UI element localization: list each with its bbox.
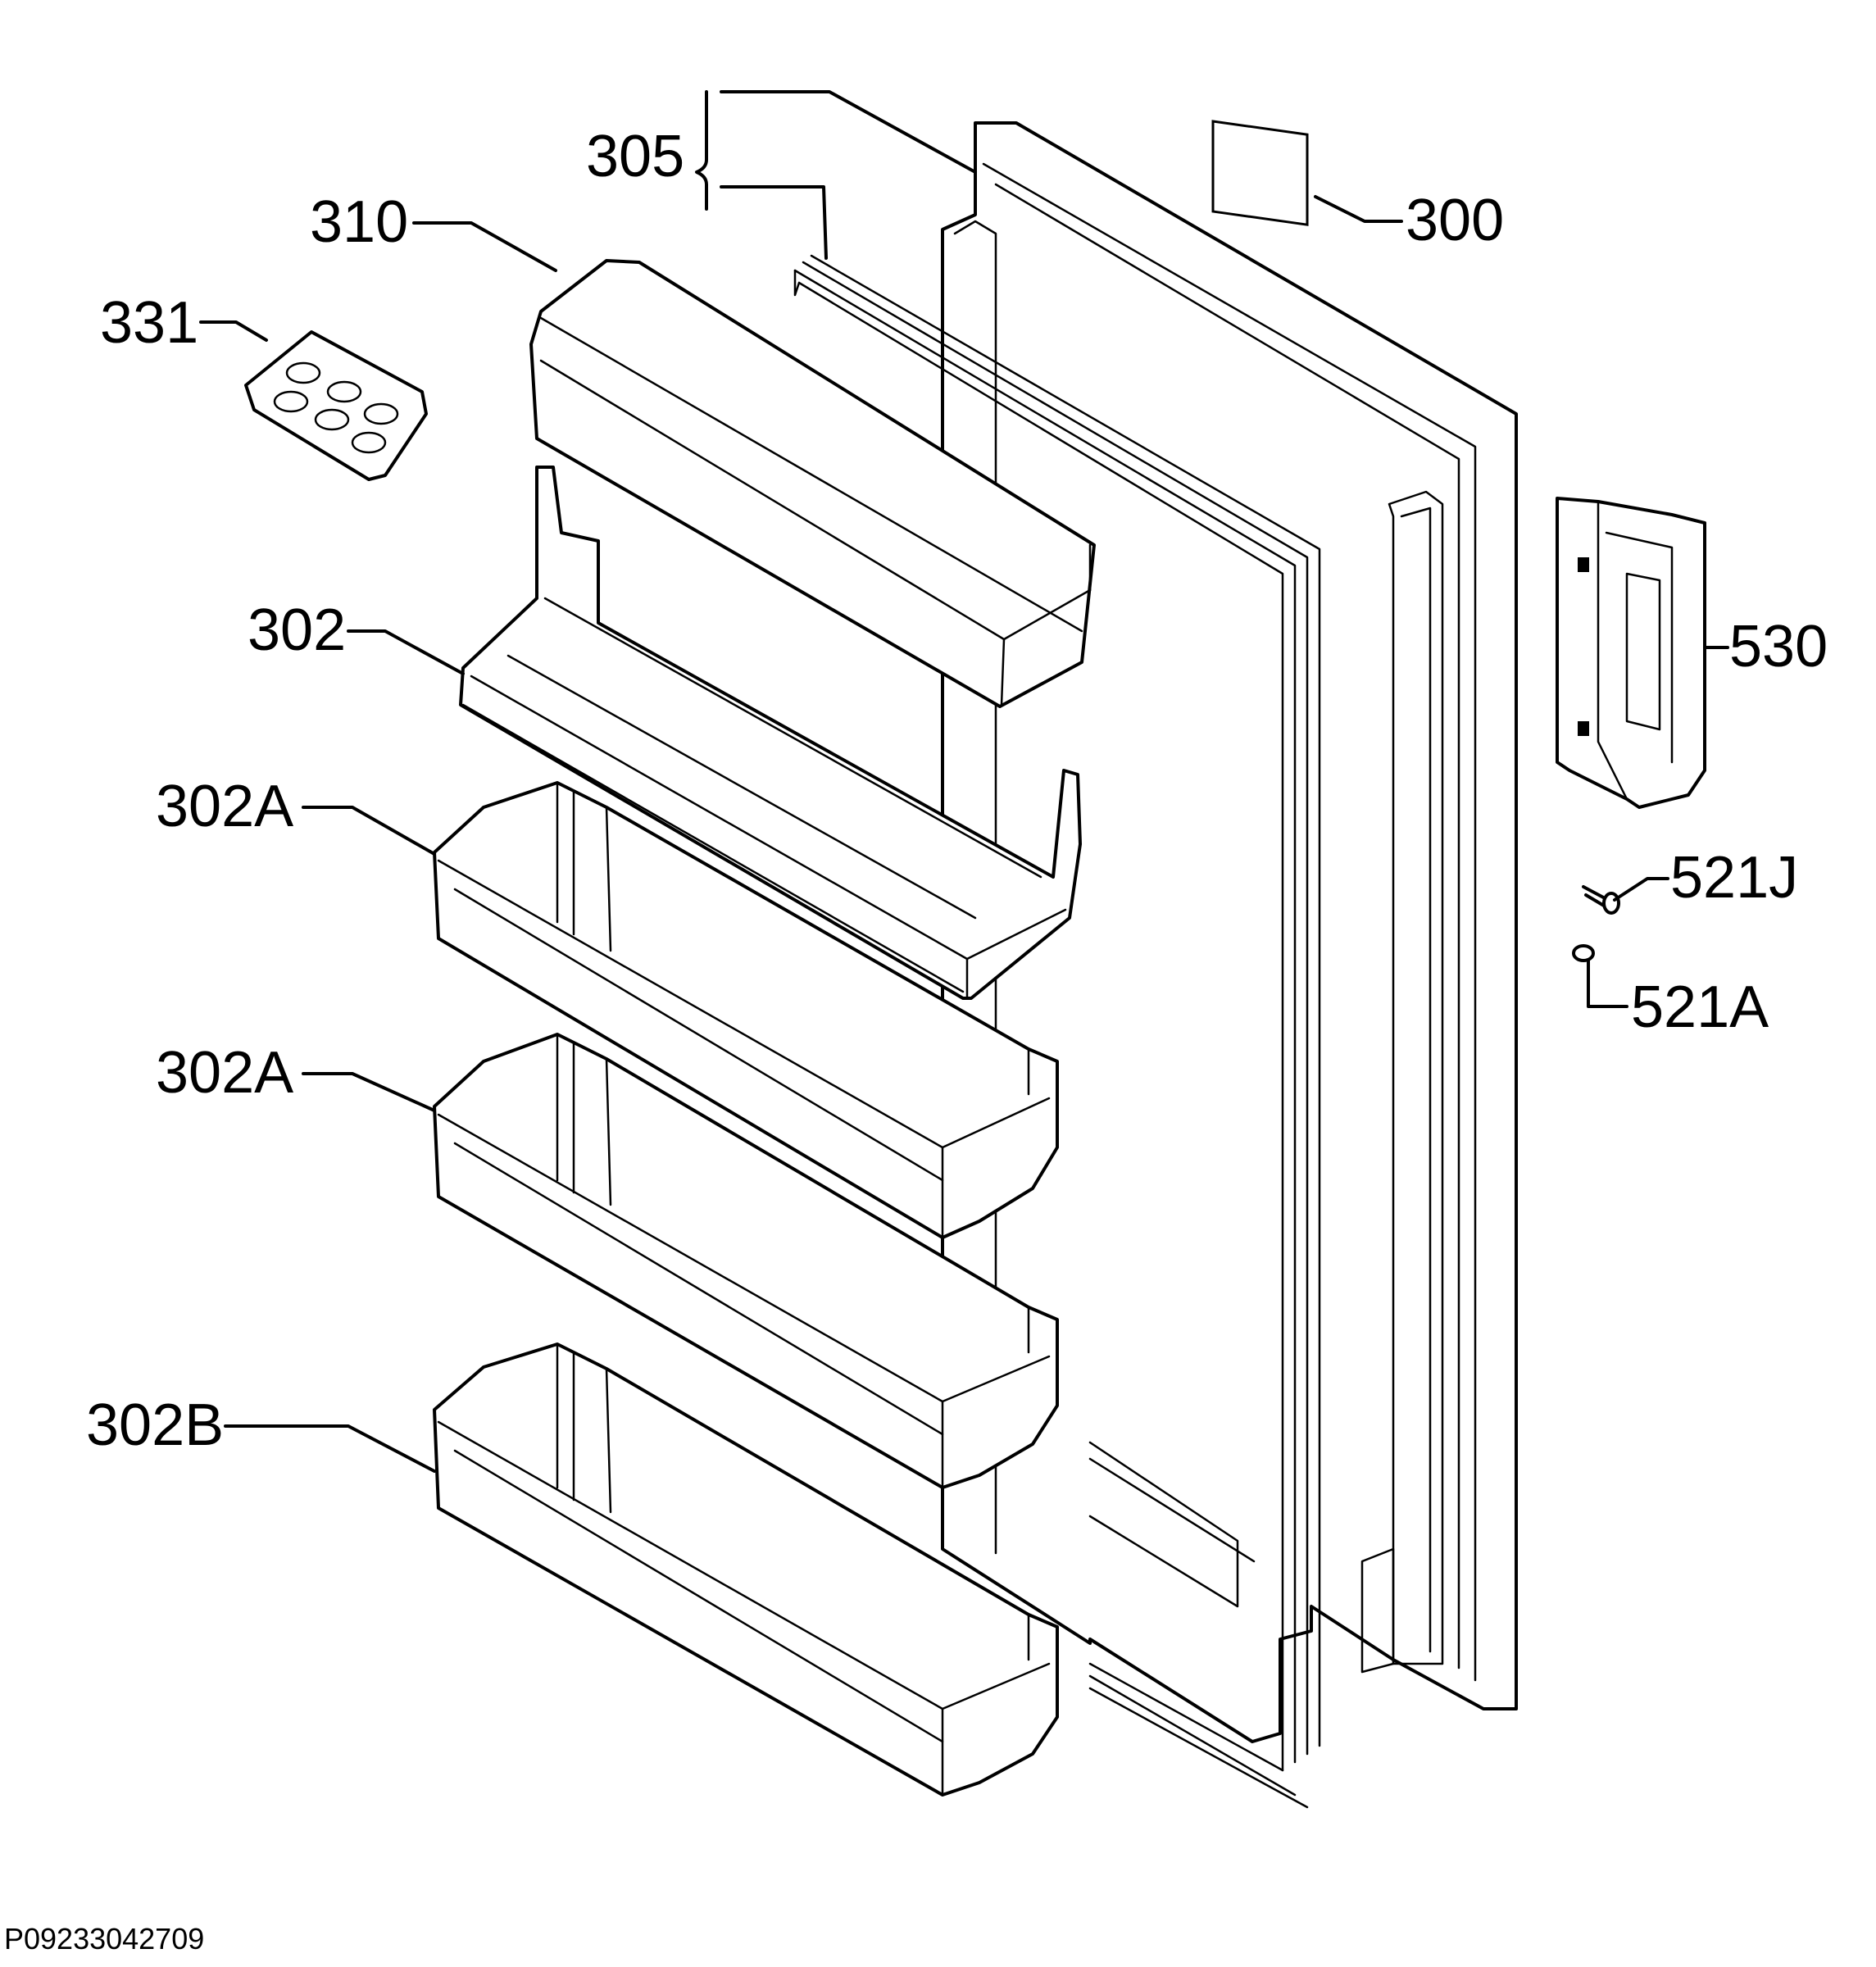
label-521j: 521J: [1670, 845, 1798, 911]
door-handle: [1556, 497, 1706, 809]
door-gasket: [793, 254, 1321, 1809]
dairy-cover: [529, 259, 1096, 708]
door-panel: [941, 120, 1518, 1743]
label-plate: [1211, 120, 1309, 226]
label-530: 530: [1729, 614, 1828, 679]
label-302a-lower: 302A: [156, 1040, 293, 1106]
door-shelf-302a-lower: [433, 1033, 1059, 1489]
label-310: 310: [310, 189, 408, 255]
label-302b: 302B: [86, 1392, 224, 1458]
door-shelf-302a-upper: [433, 781, 1059, 1239]
label-300: 300: [1406, 188, 1504, 253]
washer: [1572, 944, 1595, 962]
egg-tray: [244, 330, 428, 481]
door-shelf-302b: [433, 1342, 1059, 1797]
door-shelf-302: [459, 466, 1082, 1000]
document-code: P09233042709: [4, 1922, 204, 1956]
label-302a-upper: 302A: [156, 774, 293, 839]
label-331: 331: [100, 290, 198, 356]
label-302: 302: [248, 597, 346, 663]
label-521a: 521A: [1631, 974, 1769, 1040]
label-305: 305: [586, 124, 684, 189]
leader-lines: [199, 90, 1729, 1473]
